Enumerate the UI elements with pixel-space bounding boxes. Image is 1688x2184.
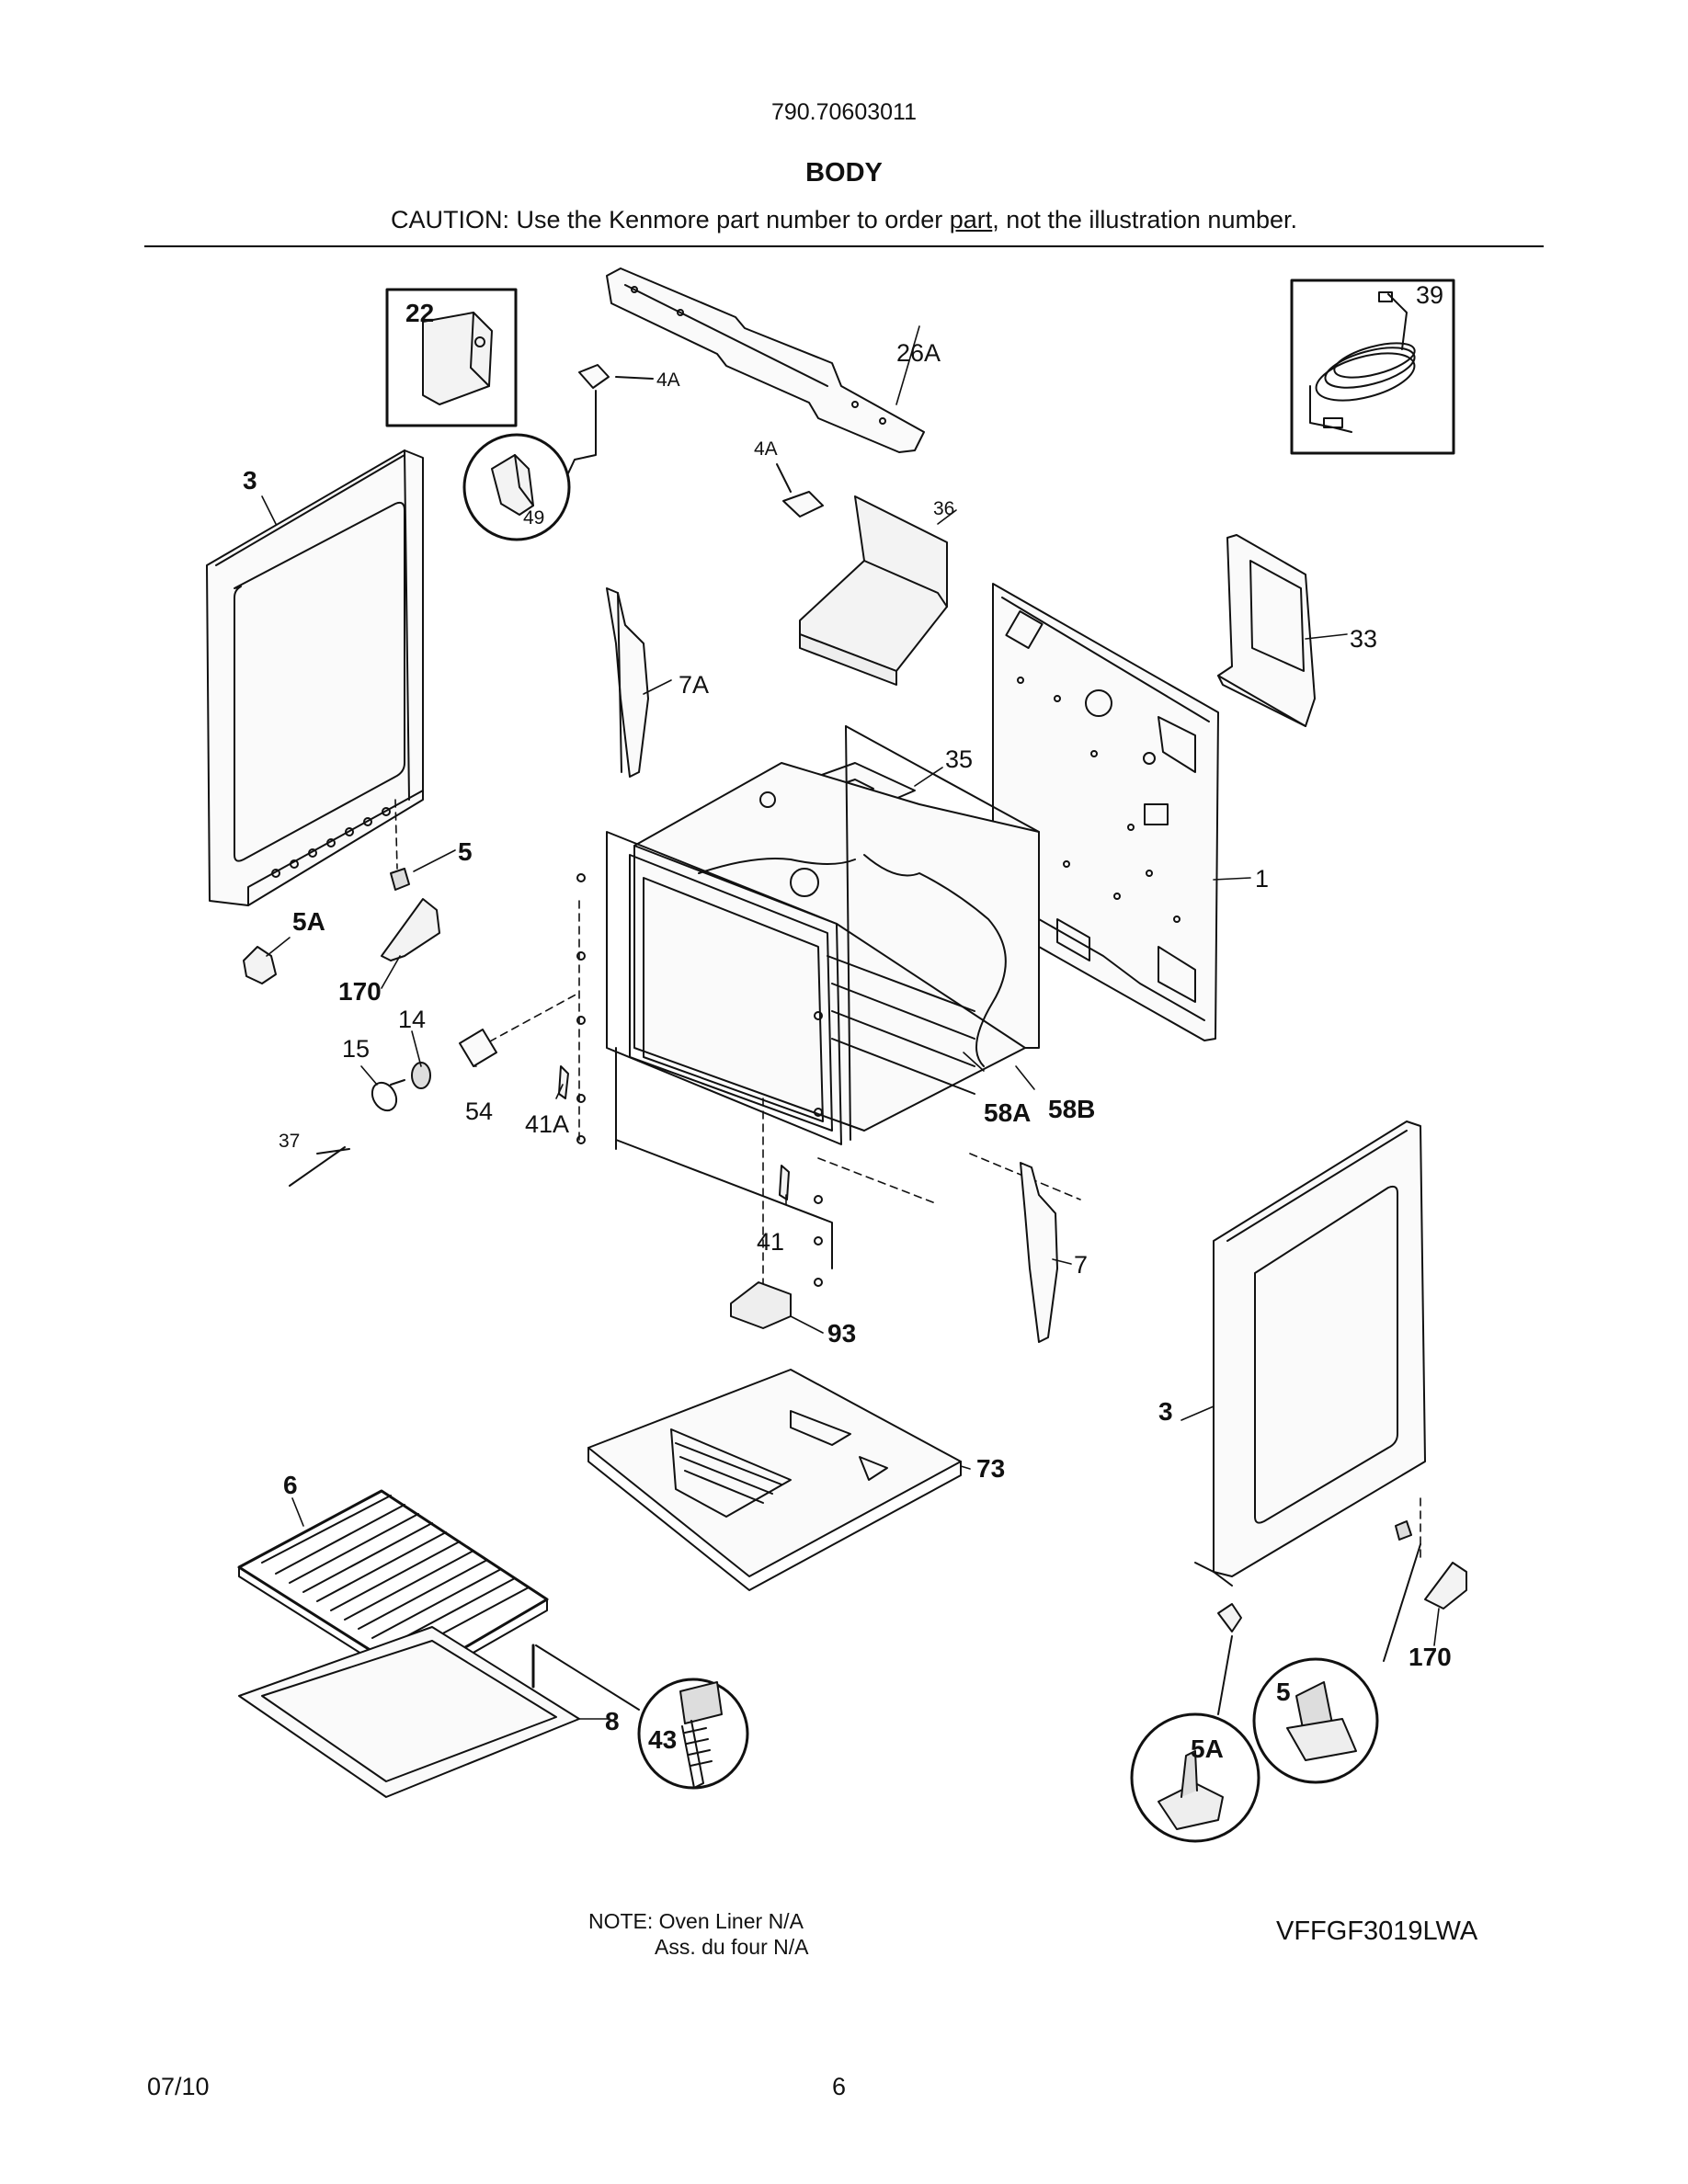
note-line-2: Ass. du four N/A bbox=[655, 1935, 809, 1959]
callout-43[interactable]: 43 bbox=[648, 1725, 677, 1754]
part-7-rack-support[interactable] bbox=[1020, 1162, 1058, 1343]
part-4a-mid-bracket[interactable] bbox=[776, 463, 824, 518]
caution-text: CAUTION: Use the Kenmore part number to … bbox=[0, 206, 1688, 234]
callout-1[interactable]: 1 bbox=[1255, 865, 1269, 893]
part-5a-right-bracket-inset[interactable] bbox=[1130, 1603, 1260, 1843]
callout-5-right[interactable]: 5 bbox=[1276, 1678, 1291, 1706]
callout-7a[interactable]: 7A bbox=[679, 671, 709, 699]
callout-73[interactable]: 73 bbox=[976, 1454, 1005, 1483]
callout-labels: 22 26A 4A 4A 39 3 49 36 33 7A 35 5 1 5A … bbox=[243, 281, 1452, 1763]
part-5-right-leveler-inset[interactable] bbox=[1252, 1520, 1421, 1784]
part-49-inset[interactable] bbox=[462, 433, 571, 541]
part-93-vent-cap[interactable] bbox=[730, 1281, 792, 1329]
mounting-screws bbox=[576, 873, 823, 1287]
callout-170-right[interactable]: 170 bbox=[1409, 1643, 1452, 1671]
part-41-bracket[interactable] bbox=[779, 1165, 790, 1200]
page-number: 6 bbox=[832, 2073, 847, 2100]
callout-6[interactable]: 6 bbox=[283, 1471, 298, 1499]
part-36-heat-shield[interactable] bbox=[799, 495, 948, 686]
part-41a-bracket[interactable] bbox=[558, 1065, 569, 1099]
caution-text-end: , not the illustration number. bbox=[992, 206, 1297, 233]
header-divider bbox=[144, 245, 1544, 247]
part-73-bottom-panel[interactable] bbox=[587, 1369, 962, 1591]
callout-37[interactable]: 37 bbox=[279, 1131, 300, 1152]
callout-33[interactable]: 33 bbox=[1350, 625, 1377, 653]
revision-date: 07/10 bbox=[147, 2073, 210, 2100]
callout-36[interactable]: 36 bbox=[933, 498, 954, 519]
callout-49[interactable]: 49 bbox=[523, 507, 544, 529]
part-1-back-panel[interactable] bbox=[992, 583, 1219, 1041]
part-170-left-leg[interactable] bbox=[381, 898, 440, 961]
callout-5-left[interactable]: 5 bbox=[458, 837, 473, 866]
part-39-power-cord-inset[interactable] bbox=[1290, 279, 1455, 455]
part-3-left-side-panel[interactable] bbox=[206, 449, 424, 906]
part-37-temperature-sensor[interactable] bbox=[289, 1146, 350, 1187]
callout-39[interactable]: 39 bbox=[1416, 281, 1443, 309]
caution-part-link[interactable]: part bbox=[949, 206, 993, 233]
part-26a-top-brace[interactable] bbox=[606, 267, 925, 453]
caution-text-start: CAUTION: Use the Kenmore part number to … bbox=[391, 206, 950, 233]
part-4a-top-bracket[interactable] bbox=[567, 364, 654, 474]
callout-leader-lines bbox=[261, 325, 1440, 1720]
part-14-lamp-socket[interactable] bbox=[411, 1062, 431, 1089]
callout-14[interactable]: 14 bbox=[398, 1006, 426, 1033]
callout-3-left[interactable]: 3 bbox=[243, 466, 257, 495]
note-line-1: NOTE: Oven Liner N/A bbox=[588, 1909, 804, 1933]
callout-26a[interactable]: 26A bbox=[896, 339, 941, 367]
part-54-lamp-cover[interactable] bbox=[459, 1029, 497, 1067]
part-43-screw-inset[interactable] bbox=[535, 1644, 749, 1790]
part-22-inset[interactable] bbox=[385, 288, 518, 427]
part-15-light-bulb[interactable] bbox=[368, 1078, 405, 1115]
callout-4a-mid[interactable]: 4A bbox=[754, 438, 778, 460]
part-3-right-side-panel[interactable] bbox=[1194, 1120, 1426, 1587]
callout-8[interactable]: 8 bbox=[605, 1707, 620, 1735]
callout-58a[interactable]: 58A bbox=[984, 1098, 1031, 1127]
callout-54[interactable]: 54 bbox=[465, 1098, 493, 1125]
model-code: VFFGF3019LWA bbox=[1276, 1917, 1478, 1946]
callout-170-left[interactable]: 170 bbox=[338, 977, 382, 1006]
callout-5a-right[interactable]: 5A bbox=[1191, 1735, 1224, 1763]
callout-41a[interactable]: 41A bbox=[525, 1110, 569, 1138]
callout-3-right[interactable]: 3 bbox=[1158, 1397, 1173, 1426]
section-title: BODY bbox=[805, 158, 883, 188]
callout-58b[interactable]: 58B bbox=[1048, 1095, 1095, 1123]
part-5-left-leveler[interactable] bbox=[390, 868, 410, 891]
oven-body-main-frame bbox=[606, 725, 1040, 1269]
part-170-right-leg[interactable] bbox=[1424, 1562, 1467, 1610]
callout-35[interactable]: 35 bbox=[945, 745, 973, 773]
part-8-broiler-pan[interactable] bbox=[238, 1626, 580, 1798]
callout-7[interactable]: 7 bbox=[1074, 1251, 1088, 1279]
callout-5a-left[interactable]: 5A bbox=[292, 907, 325, 936]
callout-4a-top[interactable]: 4A bbox=[656, 370, 680, 391]
model-number: 790.70603011 bbox=[770, 99, 918, 125]
part-7a-rack-support[interactable] bbox=[606, 587, 649, 778]
callout-41[interactable]: 41 bbox=[757, 1228, 784, 1256]
callout-15[interactable]: 15 bbox=[342, 1035, 370, 1063]
callout-93[interactable]: 93 bbox=[827, 1319, 856, 1348]
callout-22[interactable]: 22 bbox=[405, 299, 434, 327]
part-33-rear-cover[interactable] bbox=[1217, 534, 1316, 727]
